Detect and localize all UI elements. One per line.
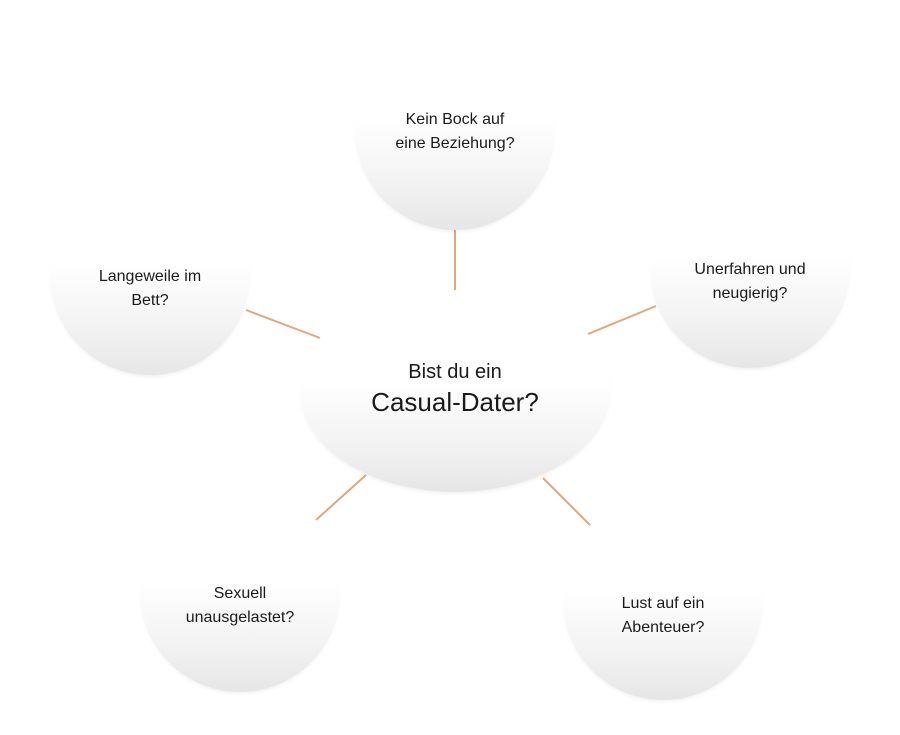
connector-left	[245, 309, 321, 339]
connector-lower-right	[542, 477, 591, 526]
node-label: Langeweile im Bett?	[98, 268, 202, 309]
node-label: Kein Bock auf eine Beziehung?	[395, 111, 515, 152]
node-lower-right: Lust auf ein Abenteuer?	[563, 500, 763, 700]
node-left: Langeweile im Bett?	[50, 175, 250, 375]
node-label: Sexuell unausgelastet?	[185, 585, 295, 626]
node-lower-left: Sexuell unausgelastet?	[140, 492, 340, 692]
central-text: Bist du ein Casual-Dater?	[371, 358, 539, 418]
central-line-2: Casual-Dater?	[371, 387, 539, 417]
node-label: Unerfahren und neugierig?	[694, 261, 806, 302]
node-right: Unerfahren und neugierig?	[650, 168, 850, 368]
node-top: Kein Bock auf eine Beziehung?	[355, 30, 555, 230]
node-label: Lust auf ein Abenteuer?	[621, 595, 705, 636]
connector-right	[587, 305, 657, 335]
central-node: Bist du ein Casual-Dater?	[300, 290, 610, 492]
connector-lower-left	[315, 474, 367, 521]
central-line-1: Bist du ein	[408, 361, 502, 383]
